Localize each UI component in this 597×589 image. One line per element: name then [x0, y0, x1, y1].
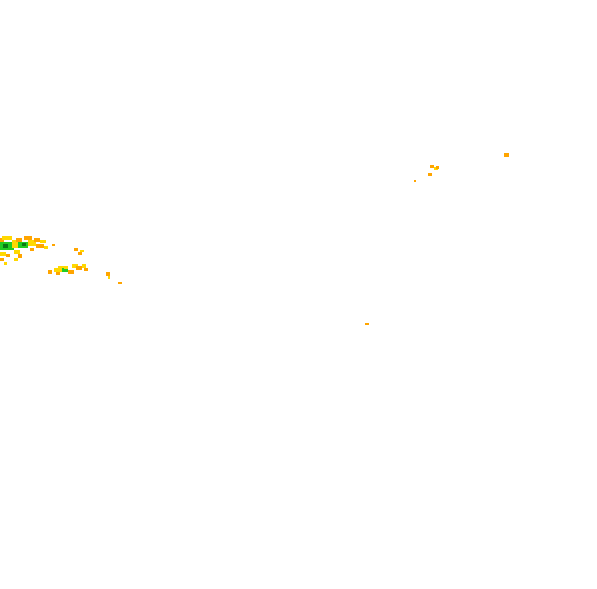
echo-cell-light [54, 268, 60, 272]
echo-cell-moderate [428, 173, 432, 176]
echo-cell-moderate [414, 180, 416, 182]
echo-cell-light [44, 246, 48, 249]
echo-cell-moderate [24, 236, 32, 240]
echo-cell-moderate [76, 266, 82, 270]
echo-cell-moderate [78, 252, 82, 255]
echo-cell-intense [22, 243, 26, 246]
echo-cell-moderate [34, 238, 40, 242]
echo-cell-light [80, 250, 84, 252]
echo-cell-moderate [0, 238, 4, 244]
precipitation-echoes [0, 153, 509, 325]
echo-cell-moderate [365, 323, 369, 325]
echo-cell-moderate [30, 248, 34, 251]
echo-cell-light [58, 266, 64, 272]
echo-cell-moderate [48, 270, 52, 274]
echo-cell-light [14, 250, 20, 254]
echo-cell-light [82, 264, 86, 268]
echo-cell-light [72, 264, 78, 268]
echo-cell-moderate [106, 272, 110, 276]
echo-cell-moderate [16, 238, 22, 242]
echo-cell-moderate [74, 248, 78, 251]
echo-cell-light [12, 240, 18, 248]
echo-cell-moderate [118, 282, 122, 284]
echo-cell-light [0, 252, 6, 256]
echo-cell-light [28, 240, 36, 246]
echo-cell-moderate [56, 272, 60, 275]
echo-cell-light [40, 240, 46, 243]
echo-cell-moderate [6, 254, 10, 257]
echo-cell-moderate [68, 270, 74, 274]
echo-cell-moderate [430, 165, 434, 168]
echo-cell-light [2, 236, 12, 240]
echo-cell-moderate [0, 258, 4, 261]
echo-cell-moderate [52, 244, 55, 246]
echo-cell-light [14, 258, 18, 261]
echo-cell-moderate [504, 153, 509, 157]
echo-cell-moderate [84, 268, 88, 271]
echo-cell-moderate [18, 254, 22, 258]
echo-cell-moderate [36, 244, 44, 248]
echo-cell-light [64, 266, 68, 269]
echo-cell-moderate [436, 166, 439, 169]
echo-cell-light [108, 276, 110, 279]
echo-cell-intense [3, 244, 8, 248]
echo-cell-light [4, 262, 7, 265]
echo-cell-heavy [62, 268, 68, 272]
